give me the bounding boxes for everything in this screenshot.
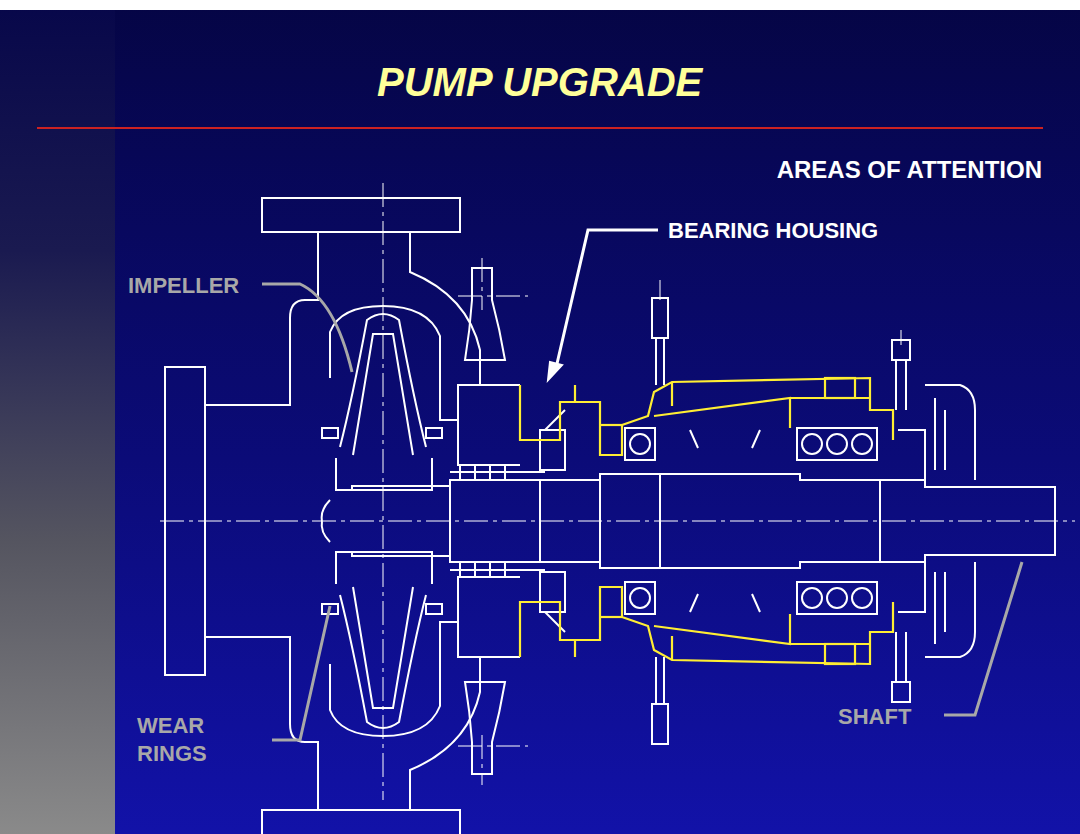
slide-title: PUMP UPGRADE <box>377 60 702 105</box>
leader-line <box>556 230 658 368</box>
leader-lines <box>262 284 1022 740</box>
drawing-path <box>262 284 352 372</box>
drawing-path <box>458 296 528 746</box>
drawing-path <box>660 280 901 345</box>
casing-bottom <box>165 521 1055 834</box>
bearing-housing-bottom <box>520 587 893 664</box>
bearing-housing-top <box>520 378 893 455</box>
part-label: IMPELLER <box>128 272 239 300</box>
part-label: WEAR RINGS <box>137 712 237 767</box>
red-rule <box>37 127 1043 129</box>
part-label: SHAFT <box>838 703 911 731</box>
part-label: BEARING HOUSING <box>668 217 878 245</box>
top-band <box>0 0 1080 10</box>
drawing-path <box>160 521 1075 522</box>
drawing-path <box>482 258 483 785</box>
drawing-path <box>272 606 330 740</box>
drawing-path <box>944 562 1022 715</box>
arrowhead <box>548 362 562 380</box>
section-heading: AREAS OF ATTENTION <box>777 155 1042 185</box>
centerlines <box>160 183 1075 800</box>
drawing-path <box>383 183 384 800</box>
casing-top <box>165 198 1055 521</box>
side-gradient <box>0 0 115 834</box>
